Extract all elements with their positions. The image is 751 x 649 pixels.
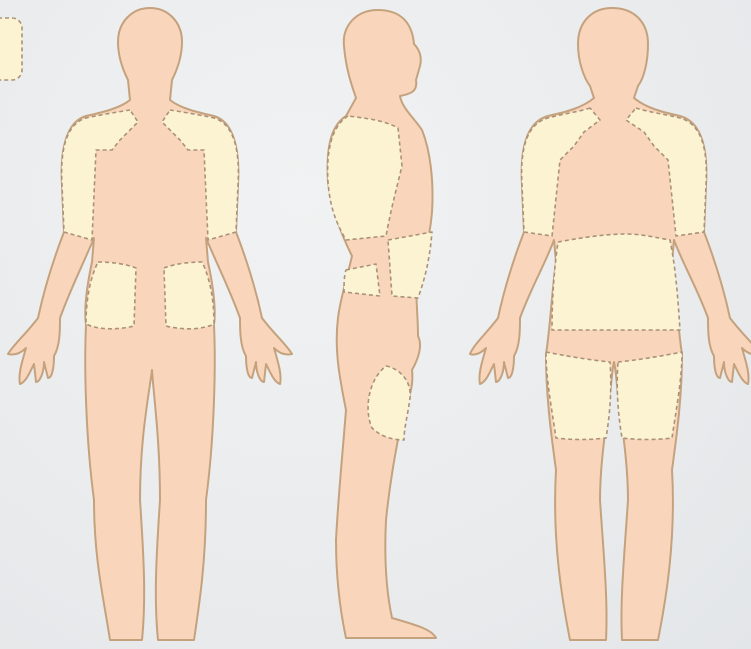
back-view-figure	[8, 8, 292, 640]
side-hip-band-zone	[344, 264, 380, 296]
front-left-thigh-zone	[546, 352, 611, 440]
side-view-figure	[328, 10, 436, 638]
back-right-buttock-zone	[164, 262, 214, 329]
back-left-buttock-zone	[86, 262, 136, 329]
front-right-thigh-zone	[617, 352, 682, 440]
side-figure-body	[328, 10, 436, 638]
partial-edge-zone	[0, 18, 22, 80]
back-figure-body	[8, 8, 292, 640]
front-abdomen-zone	[552, 234, 680, 330]
front-view-figure	[470, 8, 751, 640]
side-abdomen-band-zone	[388, 232, 432, 298]
